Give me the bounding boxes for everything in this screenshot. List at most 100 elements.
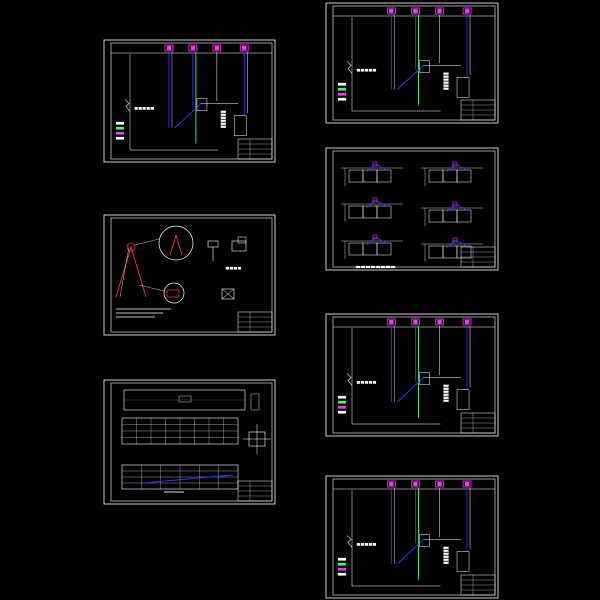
legend-swatch <box>115 136 125 140</box>
sheet-border <box>103 39 276 163</box>
sheet-section-c <box>325 313 499 437</box>
caption-glyph <box>355 265 361 269</box>
detail-stroke <box>175 234 183 256</box>
pipe-head <box>188 44 198 52</box>
caption-glyph <box>370 265 376 269</box>
structure-box <box>233 115 247 136</box>
structure-box <box>456 551 470 572</box>
beam-detail <box>178 395 192 403</box>
detail-stroke <box>166 289 180 298</box>
pipe-head <box>386 318 396 326</box>
detail-circle <box>163 282 185 304</box>
pipe-head-fill <box>166 45 172 51</box>
caption-glyph <box>375 265 381 269</box>
manhole-box <box>419 60 430 73</box>
sheet-detail-a <box>103 214 276 336</box>
pipe-head-fill <box>190 45 196 51</box>
legend-swatch <box>337 572 347 576</box>
grid-pipe-head <box>452 237 458 243</box>
pipe-head-fill <box>389 481 394 487</box>
pipe-head <box>462 7 472 15</box>
break-line <box>124 99 131 112</box>
legend-swatch <box>115 131 125 135</box>
label-glyph <box>443 555 449 558</box>
grid-pipe-head <box>452 201 458 207</box>
grid-box <box>456 245 472 259</box>
manhole-box <box>419 534 430 547</box>
label-glyph <box>237 266 242 270</box>
pipe-head <box>462 318 472 326</box>
label-glyph <box>443 84 449 87</box>
sheets-layer <box>103 2 499 599</box>
pipe-head-fill <box>389 319 394 325</box>
pipe-head-fill <box>242 45 247 51</box>
label-glyph <box>443 75 449 78</box>
label-glyph <box>142 106 146 110</box>
pipe-head <box>411 7 420 15</box>
label-glyph <box>443 87 449 90</box>
pipe-head <box>462 480 472 488</box>
sheet-border <box>103 379 276 505</box>
manhole-box <box>419 372 430 385</box>
sheet-inner-border <box>110 42 273 160</box>
label-glyph <box>443 546 449 549</box>
label-glyph <box>443 387 449 390</box>
detail-circle <box>158 225 194 261</box>
sheet-section-d <box>325 475 499 599</box>
label-glyph <box>360 381 365 384</box>
pipe-head <box>411 318 420 326</box>
pipe-head <box>435 318 444 326</box>
trench-outline <box>351 17 441 112</box>
sheet-border <box>325 475 499 599</box>
sheet-inner-border <box>332 316 496 434</box>
label-glyph <box>356 68 361 72</box>
label-glyph <box>364 381 369 384</box>
pipe-head-fill <box>413 319 418 325</box>
label-glyph <box>146 106 150 110</box>
label-glyph <box>443 552 449 555</box>
sheet-inner-border <box>332 5 496 121</box>
grid-box <box>376 205 392 219</box>
fitting <box>231 240 247 252</box>
label-glyph <box>229 266 234 270</box>
label-glyph <box>368 68 373 72</box>
label-glyph <box>138 106 142 110</box>
label-glyph <box>150 106 154 110</box>
grid-pipe <box>446 203 468 213</box>
grid-pipe-head <box>372 234 378 240</box>
pipe-head-fill <box>437 319 442 325</box>
legend-swatch <box>337 92 347 96</box>
manhole-box <box>196 98 208 111</box>
pipe-head <box>435 480 444 488</box>
legend-swatch <box>337 400 347 404</box>
leader-line <box>138 284 165 292</box>
leader-line <box>134 238 160 246</box>
structure-box <box>456 77 470 98</box>
label-glyph <box>443 390 449 393</box>
label-glyph <box>220 119 226 122</box>
sheet-inner-border <box>110 217 273 333</box>
label-glyph <box>134 106 138 110</box>
grid-pipe <box>366 199 388 209</box>
label-glyph <box>225 266 230 270</box>
caption-glyph <box>380 265 386 269</box>
label-glyph <box>220 125 226 128</box>
label-glyph <box>443 558 449 561</box>
trench-outline <box>351 328 441 425</box>
pipe-head-fill <box>464 8 470 14</box>
pipe-diagonal <box>174 103 202 129</box>
label-glyph <box>443 72 449 75</box>
grid-pipe <box>446 239 468 249</box>
legend-swatch <box>337 87 347 91</box>
pipe-diagonal <box>397 65 424 90</box>
grid-pipe <box>366 236 388 246</box>
label-glyph <box>356 381 361 384</box>
pipe-head <box>435 7 444 15</box>
pipe-head <box>386 7 396 15</box>
legend-swatch <box>337 557 347 561</box>
caption-glyph <box>390 265 396 269</box>
pipe-head-fill <box>464 319 470 325</box>
sheet-border <box>325 2 499 124</box>
